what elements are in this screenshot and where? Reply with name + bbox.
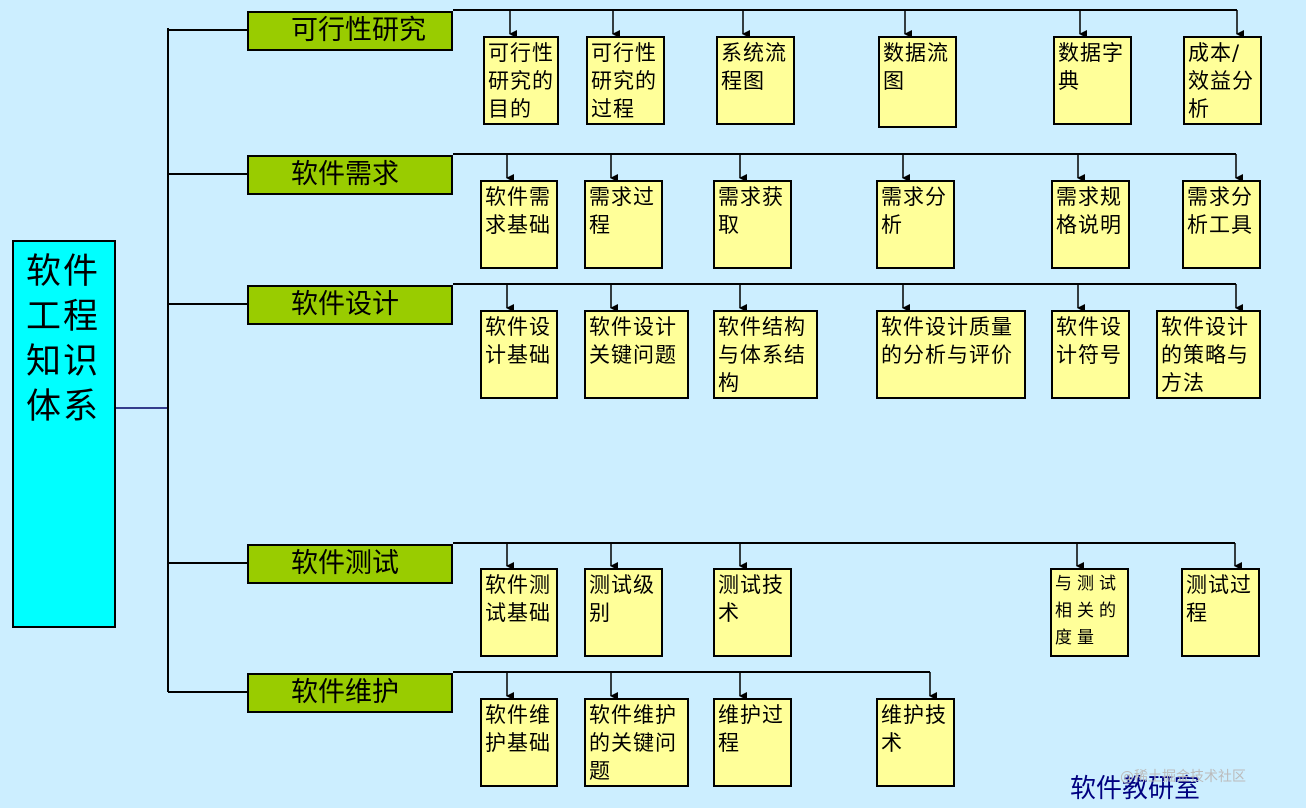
leaf-node: 可行性研究的过程	[586, 36, 665, 125]
category-node: 软件维护	[247, 673, 453, 713]
leaf-node: 需求规格说明	[1051, 180, 1130, 269]
leaf-node: 可行性研究的目的	[483, 36, 559, 125]
leaf-node: 与测试相关的度量	[1050, 568, 1129, 657]
category-node: 软件设计	[247, 285, 453, 325]
leaf-node: 软件设计质量的分析与评价	[876, 310, 1026, 399]
leaf-node: 软件需求基础	[480, 180, 558, 269]
leaf-node: 测试过程	[1181, 568, 1260, 657]
leaf-node: 数据字典	[1053, 36, 1132, 125]
root-node: 软件工程知识体系	[12, 240, 116, 628]
category-node: 可行性研究	[247, 11, 453, 51]
leaf-node: 软件测试基础	[480, 568, 558, 657]
watermark: @稀土掘金技术社区	[1120, 769, 1246, 785]
leaf-node: 软件结构与体系结构	[713, 310, 818, 399]
leaf-node: 软件维护基础	[480, 698, 558, 787]
leaf-node: 需求分析	[876, 180, 955, 269]
leaf-node: 成本/效益分析	[1183, 36, 1262, 125]
leaf-node: 系统流程图	[716, 36, 795, 125]
leaf-node: 需求获取	[713, 180, 792, 269]
leaf-node: 测试技术	[713, 568, 792, 657]
category-node: 软件测试	[247, 544, 453, 584]
category-node: 软件需求	[247, 155, 453, 195]
leaf-node: 维护技术	[876, 698, 955, 787]
footer-label: 软件教研室	[1070, 774, 1201, 804]
leaf-node: 维护过程	[713, 698, 792, 787]
leaf-node: 需求过程	[584, 180, 663, 269]
leaf-node: 软件设计关键问题	[584, 310, 689, 399]
leaf-node: 软件设计符号	[1051, 310, 1130, 399]
leaf-node: 软件维护的关键问题	[584, 698, 689, 787]
leaf-node: 软件设计基础	[480, 310, 558, 399]
leaf-node: 软件设计的策略与方法	[1156, 310, 1261, 399]
leaf-node: 数据流图	[878, 36, 957, 128]
leaf-node: 需求分析工具	[1182, 180, 1261, 269]
leaf-node: 测试级别	[584, 568, 663, 657]
